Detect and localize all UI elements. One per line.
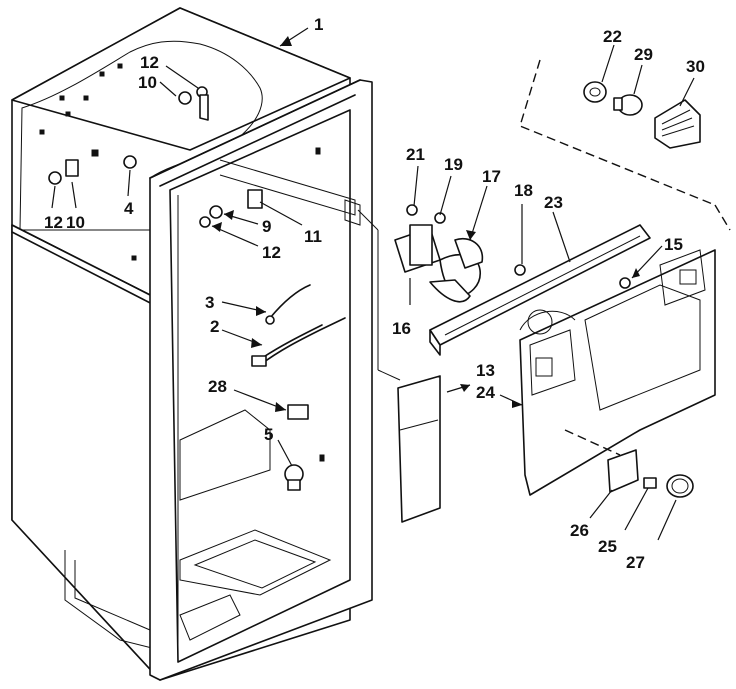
callout-3: 3 (205, 293, 214, 312)
callout-18: 18 (514, 181, 533, 200)
cabinet-liner (11, 7, 373, 681)
callout-2: 2 (210, 317, 219, 336)
plug-5 (284, 464, 304, 491)
callout-4: 4 (124, 199, 134, 218)
cabinet-small-parts (48, 86, 263, 228)
wire-harness (251, 284, 346, 367)
lamp-parts (583, 81, 701, 149)
callout-28: 28 (208, 377, 227, 396)
callout-13: 13 (476, 361, 495, 380)
callout-labels: 1 12 10 12 10 4 9 11 12 3 2 28 5 13 24 1… (44, 15, 705, 572)
callout-12-left: 12 (44, 213, 63, 232)
fan-motor-assembly (394, 204, 526, 303)
callout-17: 17 (482, 167, 501, 186)
callout-5: 5 (264, 425, 273, 444)
callout-11: 11 (304, 227, 322, 246)
callout-12-top: 12 (140, 53, 159, 72)
grille-bar-23 (429, 224, 651, 356)
duct-13 (397, 375, 441, 523)
callout-25: 25 (598, 537, 617, 556)
callout-22: 22 (603, 27, 622, 46)
callout-16: 16 (392, 319, 411, 338)
callout-27: 27 (626, 553, 645, 572)
rear-panel-24 (519, 249, 716, 496)
callout-19: 19 (444, 155, 463, 174)
callout-29: 29 (634, 45, 653, 64)
bottom-right-parts (607, 449, 694, 498)
dashed-guides (357, 59, 731, 456)
connector-28 (287, 404, 309, 420)
arrowheads (212, 36, 640, 412)
callout-1: 1 (314, 15, 323, 34)
callout-23: 23 (544, 193, 563, 212)
callout-15: 15 (664, 235, 683, 254)
callout-10-left: 10 (66, 213, 85, 232)
callout-24: 24 (476, 383, 495, 402)
screw-15 (619, 277, 631, 289)
callout-9: 9 (262, 217, 271, 236)
callout-12-mid: 12 (262, 243, 281, 262)
callout-21: 21 (406, 145, 425, 164)
callout-30: 30 (686, 57, 705, 76)
callout-26: 26 (570, 521, 589, 540)
callout-10-top: 10 (138, 73, 157, 92)
